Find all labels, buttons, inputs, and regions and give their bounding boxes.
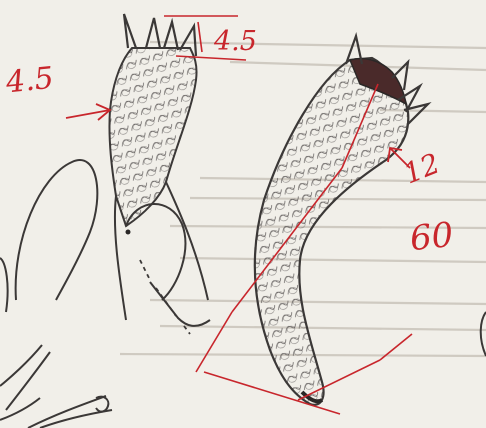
large-measurement-label: 60 — [408, 218, 455, 256]
left-arrow — [66, 104, 110, 120]
left-measurement-label: 4.5 — [5, 64, 56, 99]
left-leaf-outline — [0, 160, 97, 312]
top-measurement-label: 4.5 — [214, 28, 257, 55]
curved-body — [255, 36, 428, 405]
upright-structure — [109, 14, 210, 334]
twig-sketch — [0, 345, 112, 428]
right-edge-contour — [481, 312, 486, 356]
